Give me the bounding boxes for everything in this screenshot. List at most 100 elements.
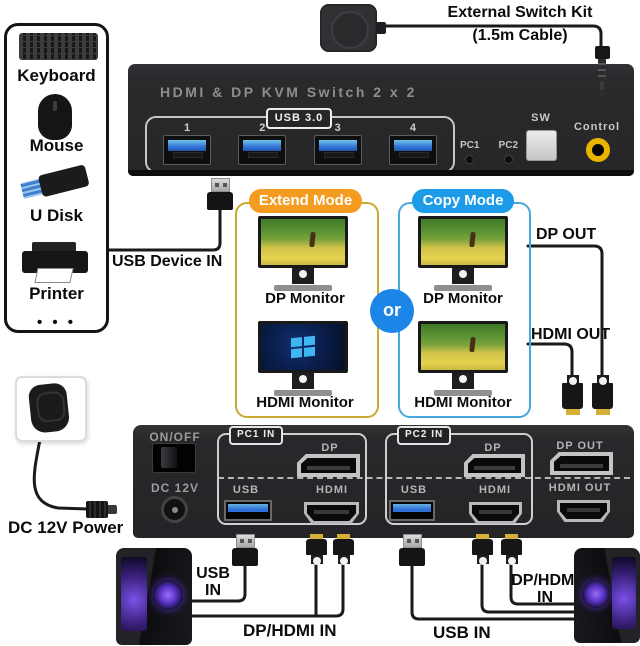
pc1-dp-port <box>297 454 360 477</box>
pc1-in-group: PC1 IN DP USB HDMI <box>217 426 367 525</box>
dc-barrel-plug-icon <box>86 501 120 518</box>
external-switch-kit-subtitle: (1.5m Cable) <box>472 27 568 44</box>
pc-left-usb-in-line2: IN <box>205 582 221 599</box>
pc-left-video-plug-1-icon <box>306 534 327 565</box>
usb-port-2-label: 2 <box>259 122 266 134</box>
audio-jack-plug-icon <box>594 46 610 96</box>
pc2-dp-port <box>464 454 525 477</box>
pc2-usb-label: USB <box>400 484 428 496</box>
copy-dp-monitor-icon <box>418 216 508 291</box>
usb-port-1-jack <box>163 135 211 165</box>
external-switch-kit-title: External Switch Kit <box>447 4 593 21</box>
sw-button <box>526 130 557 161</box>
printer-label: Printer <box>29 284 84 303</box>
device-title: HDMI & DP KVM Switch 2 x 2 <box>160 84 417 100</box>
pc1-led-label: PC1 <box>460 140 480 151</box>
external-switch-button <box>320 4 386 52</box>
wall-outlet <box>15 376 87 442</box>
rear-hdmi-out-label: HDMI OUT <box>548 482 612 494</box>
pc2-led <box>503 155 513 164</box>
usb-port-4: 4 <box>388 122 437 171</box>
mouse-label: Mouse <box>29 136 84 155</box>
pc-tower-right <box>574 548 640 643</box>
usb-port-2-jack <box>238 135 287 165</box>
udisk-label: U Disk <box>30 206 83 225</box>
usb-flash-drive-icon <box>19 164 90 202</box>
power-adapter-icon <box>27 382 71 434</box>
pc-left-usb-plug-icon <box>232 534 258 566</box>
pc2-dp-label: DP <box>484 442 502 454</box>
sw-button-label: SW <box>531 112 551 124</box>
pc2-hdmi-label: HDMI <box>478 484 512 496</box>
pc2-led-label: PC2 <box>498 140 518 151</box>
pc-right-usb-plug-icon <box>399 534 425 566</box>
control-jack-label: Control <box>573 121 621 133</box>
usb-port-2: 2 <box>238 122 287 171</box>
pc-left-usb-in-line1: USB <box>196 565 230 582</box>
pc1-hdmi-port <box>304 502 359 524</box>
pc-tower-left <box>116 548 192 645</box>
usb-port-4-jack <box>388 135 437 165</box>
more-devices-ellipsis: • • • <box>36 314 77 331</box>
dp-out-plug-icon <box>592 375 613 415</box>
keyboard-icon <box>19 33 98 60</box>
pc-left-dp-hdmi-in-label: DP/HDMI IN <box>243 621 337 640</box>
extend-dp-monitor-icon <box>258 216 348 291</box>
external-switch-button-cap-icon <box>331 11 369 49</box>
panel-divider <box>218 477 630 479</box>
extend-hdmi-monitor-label: HDMI Monitor <box>256 394 354 411</box>
extend-hdmi-monitor-icon <box>258 321 348 396</box>
pc2-in-badge: PC2 IN <box>397 426 452 445</box>
pc-right-dp-hdmi-line1: DP/HDMI <box>511 572 579 589</box>
windows-logo-icon <box>291 335 315 359</box>
pc1-in-badge: PC1 IN <box>229 426 284 445</box>
extend-dp-monitor-screen <box>258 216 348 268</box>
usb-device-in-cable <box>103 208 222 252</box>
keyboard-label: Keyboard <box>17 66 96 85</box>
usb-device-in-label: USB Device IN <box>112 253 223 270</box>
pc2-hdmi-port <box>469 502 522 524</box>
pc-right-video-plug-2-icon <box>501 534 522 565</box>
pc2-in-group: PC2 IN DP USB HDMI <box>385 426 533 525</box>
usb-port-3: 3 <box>313 122 362 171</box>
peripherals-box: Keyboard Mouse U Disk Printer • • • <box>4 23 109 333</box>
kvm-front-panel: HDMI & DP KVM Switch 2 x 2 USB 3.0 1 2 3… <box>128 64 634 176</box>
copy-mode-badge: Copy Mode <box>412 189 514 213</box>
copy-hdmi-monitor-label: HDMI Monitor <box>414 394 512 411</box>
pc-right-video-plug-1-icon <box>472 534 493 565</box>
or-badge: or <box>370 289 414 333</box>
copy-hdmi-monitor-screen <box>418 321 508 373</box>
pc1-hdmi-label: HDMI <box>315 484 349 496</box>
usb-port-1-label: 1 <box>183 122 191 134</box>
usb-port-3-label: 3 <box>334 122 341 134</box>
extend-mode-badge: Extend Mode <box>249 189 362 213</box>
hdmi-out-cable <box>526 342 574 380</box>
printer-icon <box>22 242 88 288</box>
hdmi-out-callout-label: HDMI OUT <box>531 326 611 343</box>
usb-device-in-plug-icon <box>207 178 233 210</box>
pc1-usb-port <box>224 500 272 521</box>
usb-port-1: 1 <box>163 122 211 171</box>
extend-dp-monitor-label: DP Monitor <box>265 290 345 307</box>
control-jack <box>586 138 610 162</box>
usb3-badge: USB 3.0 <box>266 108 332 129</box>
external-switch-connector <box>376 22 386 34</box>
dp-out-callout-label: DP OUT <box>536 226 597 243</box>
pc1-dp-label: DP <box>321 442 339 454</box>
rear-dp-out-port <box>550 452 613 475</box>
usb-port-3-jack <box>313 135 362 165</box>
dc12v-label: DC 12V <box>150 481 200 495</box>
power-switch <box>152 443 196 473</box>
pc2-usb-port <box>389 500 435 521</box>
rear-hdmi-out-port <box>557 500 610 522</box>
dc-power-jack <box>161 496 188 523</box>
kvm-rear-panel: ON/OFF DC 12V PC1 IN DP USB HDMI PC2 IN … <box>133 425 634 538</box>
mouse-icon <box>38 94 72 140</box>
pc-indicator-leds: PC1 PC2 <box>460 140 518 164</box>
pc-left-usb-in-label: USB IN <box>191 565 235 599</box>
copy-dp-monitor-label: DP Monitor <box>423 290 503 307</box>
pc-right-dp-hdmi-in-label: DP/HDMI IN <box>506 572 584 606</box>
pc-right-usb-in-label: USB IN <box>433 623 491 642</box>
copy-dp-monitor-screen <box>418 216 508 268</box>
